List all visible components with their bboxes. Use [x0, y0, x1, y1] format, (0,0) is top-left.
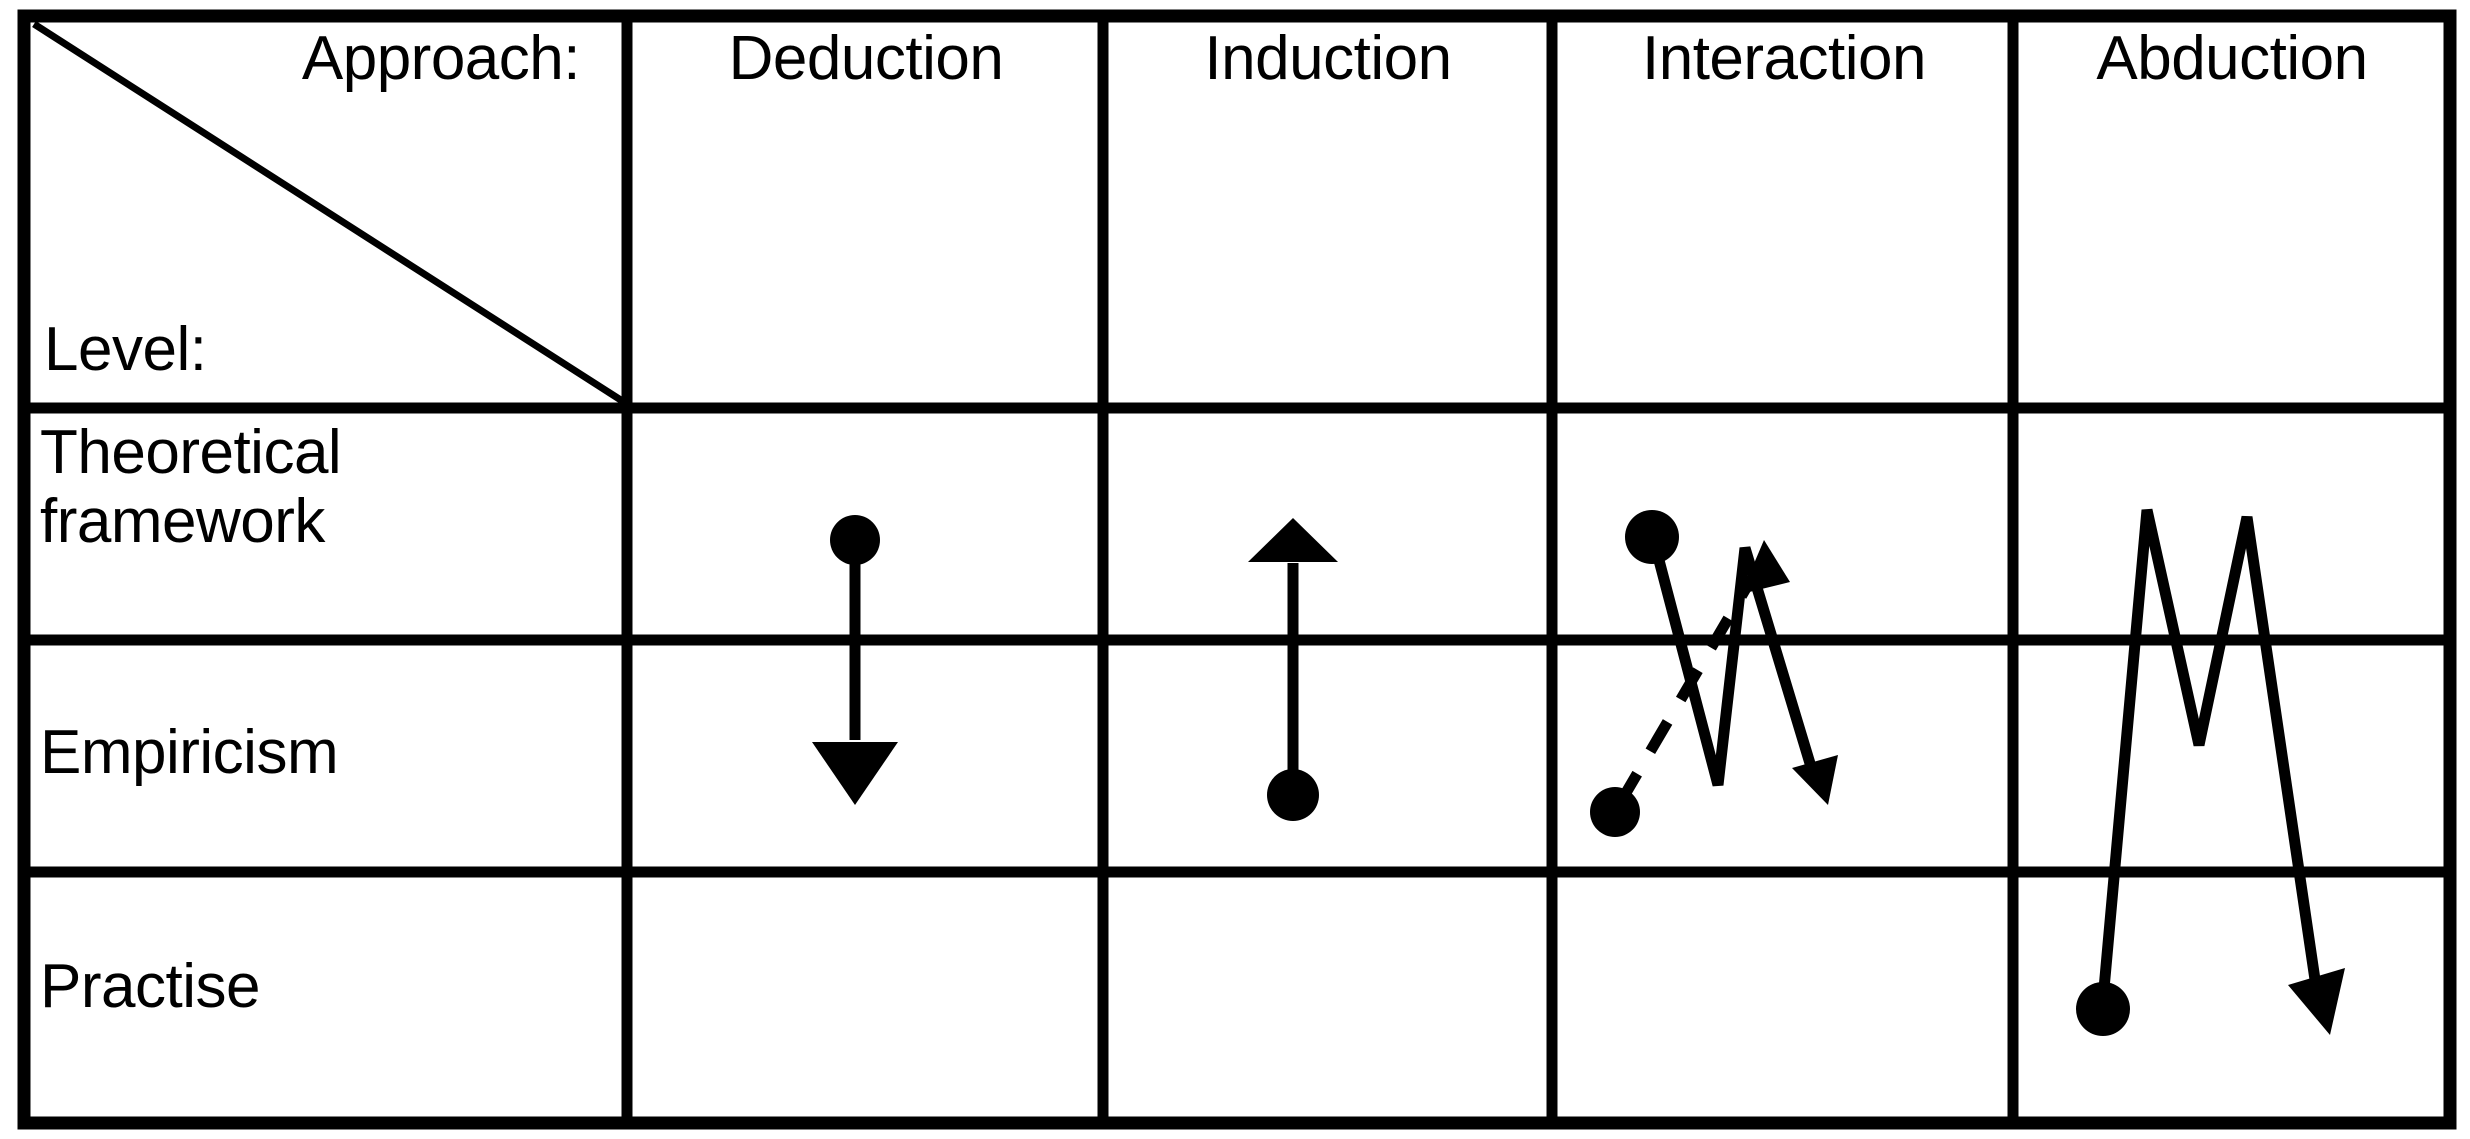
row-header-empiricism: Empiricism: [40, 718, 339, 787]
table-outer-border: [17, 9, 2457, 1130]
interaction-zigzag-path: [1649, 543, 1821, 787]
interaction-zigzag-start-dot: [1625, 510, 1679, 564]
table-row-dividers: [24, 402, 2450, 878]
row-header-theoretical-framework: Theoretical framework: [40, 418, 342, 557]
corner-diagonal-divider: [32, 21, 629, 407]
cell-glyph-interaction: [1590, 510, 1838, 837]
deduction-arrowhead: [812, 742, 898, 805]
abduction-zigzag-path: [2097, 508, 2324, 1001]
row-header-practise: Practise: [40, 952, 260, 1021]
interaction-zigzag-arrowhead: [1792, 755, 1838, 805]
corner-approach-label: Approach:: [301, 24, 581, 93]
cell-glyph-induction: [1248, 518, 1338, 821]
column-header-induction: Induction: [1204, 24, 1452, 93]
column-header-interaction: Interaction: [1641, 24, 1927, 93]
column-header-deduction: Deduction: [728, 24, 1004, 93]
induction-start-dot: [1267, 769, 1319, 821]
cell-glyph-deduction: [812, 515, 898, 805]
interaction-dashed-shaft: [1615, 575, 1757, 806]
corner-level-label: Level:: [44, 315, 207, 384]
abduction-start-dot: [2076, 982, 2130, 1036]
induction-arrowhead: [1248, 518, 1338, 562]
abduction-arrowhead: [2288, 968, 2345, 1035]
column-header-abduction: Abduction: [2096, 24, 2368, 93]
interaction-dashed-start-dot: [1590, 787, 1640, 837]
table-column-dividers: [621, 16, 2019, 1123]
cell-glyph-abduction: [2076, 508, 2345, 1036]
deduction-start-dot: [830, 515, 880, 565]
